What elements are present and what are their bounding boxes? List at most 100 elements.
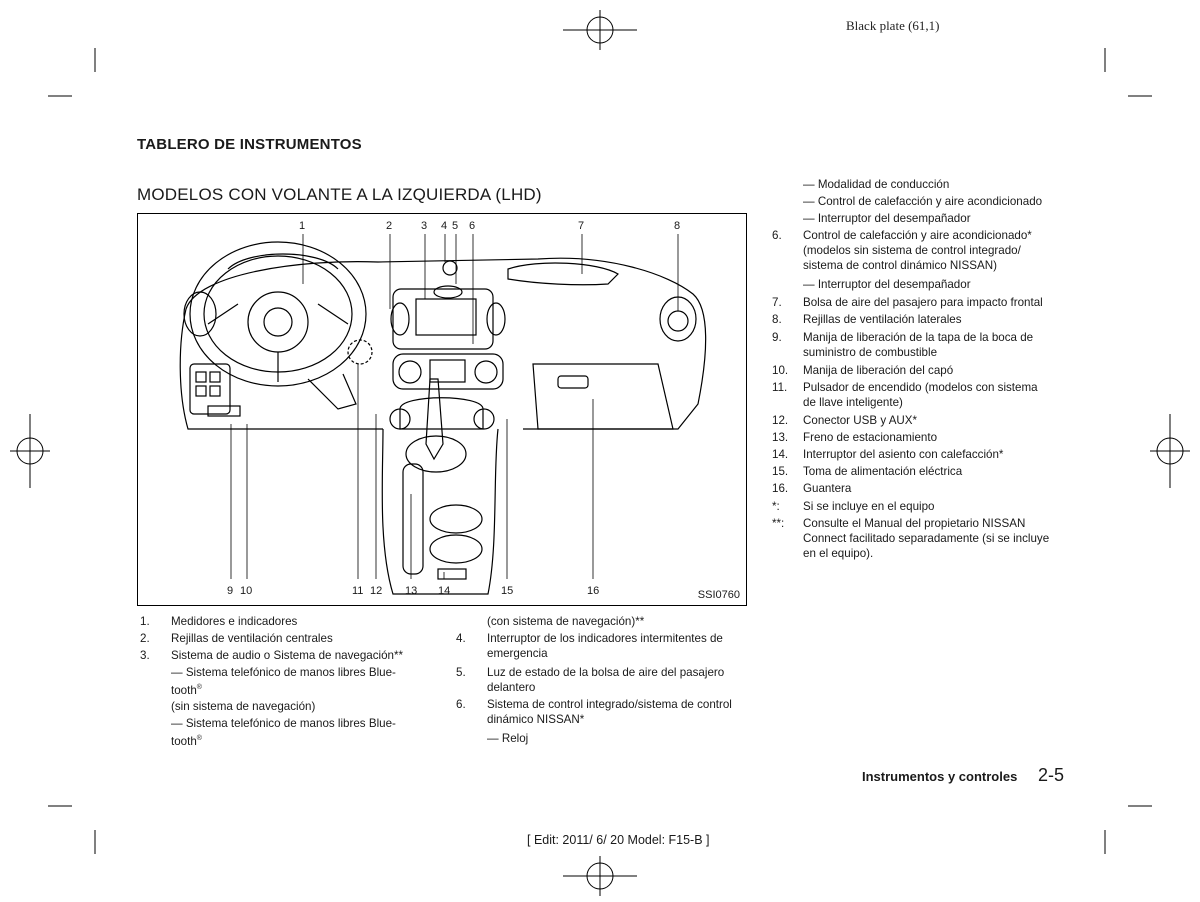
callout-6: 6 [469,220,476,232]
list-line: tooth® [171,680,202,698]
callout-12: 12 [370,585,383,597]
item-text: Freno de estacionamiento [803,431,938,444]
list-line: emergencia [487,647,548,660]
callout-16: 16 [587,585,600,597]
callout-15: 15 [501,585,514,597]
item-number: 7. [772,296,782,309]
item-number: 5. [456,666,466,679]
legend-list-left: 1. Medidores e indicadores 2. Rejillas d… [140,614,430,754]
list-line: — Control de calefacción y aire acondici… [803,195,1043,208]
item-number: 6. [772,229,782,242]
list-line: dinámico NISSAN* [487,713,585,726]
list-item: 9. Manija de liberación de la tapa de la… [772,330,1064,345]
item-text: Manija de liberación de la tapa de la bo… [803,331,1034,344]
item-text: Manija de liberación del capó [803,364,954,377]
item-number: 4. [456,632,466,645]
item-number: 2. [140,632,150,645]
list-item: 5. Luz de estado de la bolsa de aire del… [456,665,748,680]
item-text: Guantera [803,482,852,495]
list-item: 8. Rejillas de ventilación laterales [772,312,1064,327]
callout-9: 9 [227,585,234,597]
item-number: 11. [772,381,788,394]
item-text: Bolsa de aire del pasajero para impacto … [803,296,1043,309]
list-line: (con sistema de navegación)** [487,615,645,628]
list-item: 10. Manija de liberación del capó [772,363,1064,378]
callout-4: 4 [441,220,448,232]
dashboard-figure: 1 2 3 4 5 6 7 8 9 10 11 12 13 14 15 16 S… [137,213,747,606]
list-line: (modelos sin sistema de control integrad… [803,244,1021,257]
item-number: 3. [140,649,150,662]
list-item: 16. Guantera [772,481,1064,496]
item-number: 1. [140,615,150,628]
page-number: 2-5 [1038,765,1065,785]
list-item: 4. Interruptor de los indicadores interm… [456,631,748,646]
callout-8: 8 [674,220,681,232]
list-line-text: tooth [171,683,197,697]
item-text: Conector USB y AUX* [803,414,918,427]
list-line: delantero [487,681,536,694]
chapter-title: Instrumentos y controles [862,769,1018,784]
list-line: en el equipo). [803,547,874,560]
list-line: — Sistema telefónico de manos libres Blu… [171,717,396,730]
section-title: TABLERO DE INSTRUMENTOS [137,136,362,153]
callout-13: 13 [405,585,418,597]
list-item: 11. Pulsador de encendido (modelos con s… [772,380,1064,395]
item-number: 12. [772,414,789,427]
subsection-title: MODELOS CON VOLANTE A LA IZQUIERDA (LHD) [137,185,542,204]
item-text: Interruptor del asiento con calefacción* [803,448,1004,461]
item-text: Luz de estado de la bolsa de aire del pa… [487,666,725,679]
item-text: Medidores e indicadores [171,615,298,628]
list-item: *: Si se incluye en el equipo [772,499,1064,514]
item-text: Control de calefacción y aire acondicion… [803,229,1032,242]
item-number: 13. [772,431,789,444]
edit-info: [ Edit: 2011/ 6/ 20 Model: F15-B ] [527,833,710,847]
item-number: **: [772,517,785,530]
list-item: 2. Rejillas de ventilación centrales [140,631,430,646]
item-text: Sistema de control integrado/sistema de … [487,698,732,711]
item-number: 15. [772,465,789,478]
item-number: *: [772,500,780,513]
list-item: 6. Control de calefacción y aire acondic… [772,228,1064,243]
list-line: sistema de control dinámico NISSAN) [803,259,997,272]
item-text: Si se incluye en el equipo [803,500,935,513]
item-text: Interruptor de los indicadores intermite… [487,632,723,645]
plate-label: Black plate (61,1) [846,18,940,33]
list-line: — Modalidad de conducción [803,178,950,191]
list-line: Connect facilitado separadamente (si se … [803,532,1050,545]
list-item: 1. Medidores e indicadores [140,614,430,629]
item-text: Sistema de audio o Sistema de navegación… [171,649,404,662]
list-line: — Interruptor del desempañador [803,212,971,225]
list-item: 6. Sistema de control integrado/sistema … [456,697,748,712]
item-text: Toma de alimentación eléctrica [803,465,963,478]
list-item: 14. Interruptor del asiento con calefacc… [772,447,1064,462]
callout-7: 7 [578,220,585,232]
list-item: 12. Conector USB y AUX* [772,413,1064,428]
item-text: Rejillas de ventilación centrales [171,632,333,645]
list-item: 15. Toma de alimentación eléctrica [772,464,1064,479]
item-number: 10. [772,364,789,377]
callout-3: 3 [421,220,428,232]
item-number: 14. [772,448,789,461]
item-number: 16. [772,482,789,495]
item-text: Pulsador de encendido (modelos con siste… [803,381,1038,394]
list-line: — Interruptor del desempañador [803,278,971,291]
list-line: (sin sistema de navegación) [171,700,316,713]
list-line: tooth® [171,731,202,749]
registered-mark: ® [196,735,202,742]
callout-10: 10 [240,585,253,597]
item-number: 6. [456,698,466,711]
list-line: de llave inteligente) [803,396,903,409]
callout-1: 1 [299,220,306,232]
list-line: — Reloj [487,732,529,745]
callout-11: 11 [352,585,364,597]
legend-list-right: — Modalidad de conducción — Control de c… [772,177,1064,567]
list-item: 7. Bolsa de aire del pasajero para impac… [772,295,1064,310]
callout-5: 5 [452,220,459,232]
item-number: 8. [772,313,782,326]
legend-list-middle: (con sistema de navegación)** 4. Interru… [456,614,748,754]
callout-14: 14 [438,585,451,597]
figure-code: SSI0760 [697,589,740,601]
list-line: suministro de combustible [803,346,938,359]
list-line-text: tooth [171,734,197,748]
